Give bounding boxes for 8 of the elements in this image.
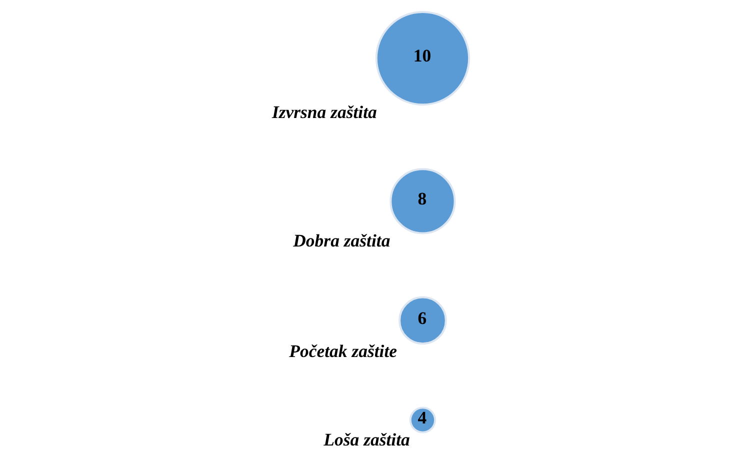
node-circle: 10 [374,10,470,106]
node-circle: 4 [408,406,436,434]
node-label: Loša zaštita [323,430,410,450]
node-label: Izvrsna zaštita [271,102,376,122]
node-label: Početak zaštite [288,340,397,361]
node-circle: 6 [398,296,446,345]
node-circle: 8 [389,168,456,234]
node-label: Dobra zaštita [292,230,390,250]
